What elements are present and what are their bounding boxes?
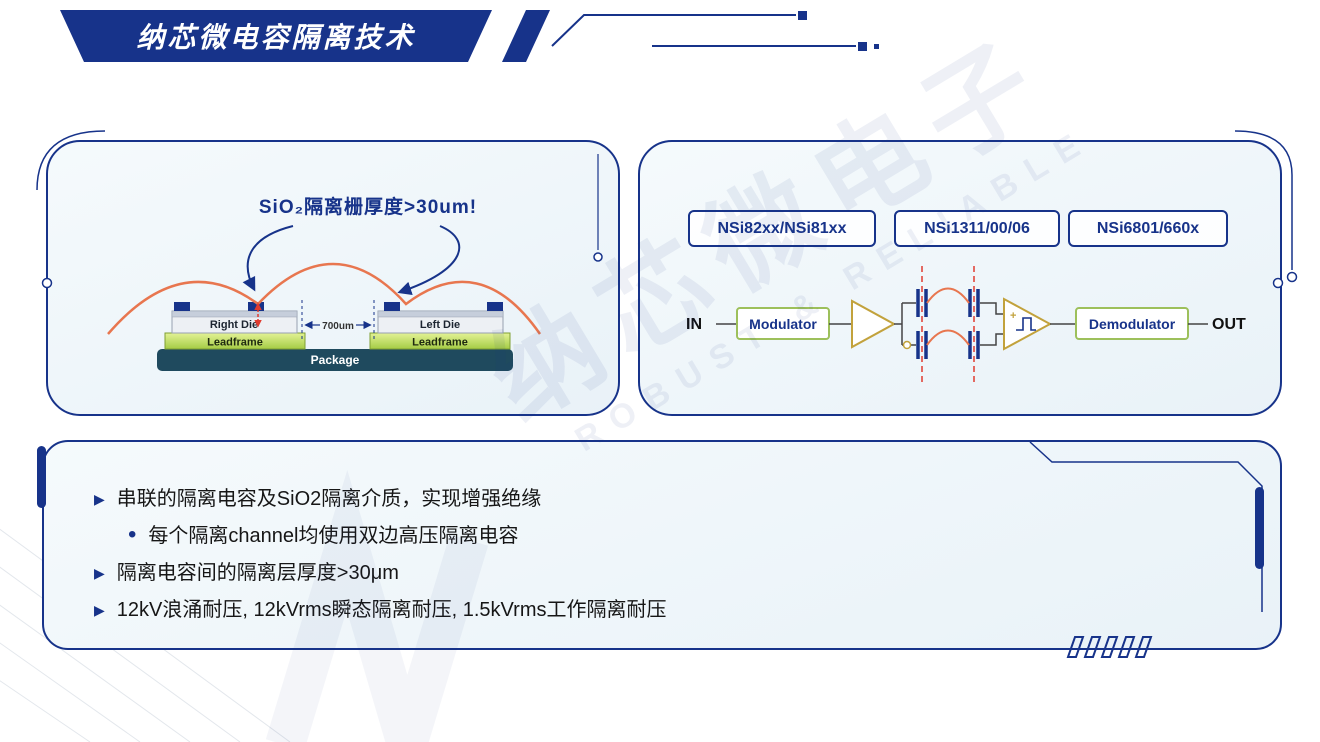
bullet-arrow-icon: ▶ xyxy=(94,491,105,507)
bullet-text: 每个隔离channel均使用双边高压隔离电容 xyxy=(148,525,519,547)
amplifier-triangle xyxy=(851,299,897,349)
bullet-text: 12kV浪涌耐压, 12kVrms瞬态隔离耐压, 1.5kVrms工作隔离耐压 xyxy=(116,599,667,621)
gap-annotation: 700um xyxy=(301,300,375,342)
bullet-text: 串联的隔离电容及SiO2隔离介质，实现增强绝缘 xyxy=(116,488,542,510)
coupling-arc-bottom xyxy=(926,329,970,346)
input-label: IN xyxy=(686,316,702,333)
trace-node-square xyxy=(874,44,879,49)
part-number-badge: NSi1311/00/06 xyxy=(894,210,1060,247)
circuit-diagram: IN Modulator + xyxy=(686,266,1246,384)
square-wave-icon xyxy=(1016,317,1036,331)
bullet-item: ▶ 12kV浪涌耐压, 12kVrms瞬态隔离耐压, 1.5kVrms工作隔离耐… xyxy=(94,597,1240,623)
die-left-label: Right Die xyxy=(210,319,258,331)
bullet-dot-icon: • xyxy=(128,521,137,548)
leadframe-right-label: Leadframe xyxy=(412,337,468,349)
die-right-label: Left Die xyxy=(420,319,460,331)
leadframe-left-label: Leadframe xyxy=(207,337,263,349)
bullet-arrow-icon: ▶ xyxy=(94,602,105,618)
bullet-arrow-icon: ▶ xyxy=(94,565,105,581)
bullet-item: ▶ 隔离电容间的隔离层厚度>30μm xyxy=(94,560,1240,586)
coupling-arc-top xyxy=(926,287,970,304)
gap-label: 700um xyxy=(322,321,354,332)
isolation-circuit-panel: NSi82xx/NSi81xx NSi1311/00/06 NSi6801/66… xyxy=(638,140,1282,416)
output-label: OUT xyxy=(1212,316,1246,333)
part-number-badge: NSi6801/660x xyxy=(1068,210,1228,247)
die-right-block: Left Die xyxy=(377,302,504,334)
package-bar xyxy=(157,349,513,371)
demodulator-label: Demodulator xyxy=(1089,316,1176,332)
trace-node-square xyxy=(798,11,807,20)
bullet-item: ▶ 串联的隔离电容及SiO2隔离介质，实现增强绝缘 xyxy=(94,486,1240,512)
modulator-label: Modulator xyxy=(749,316,817,332)
title-arrow-left xyxy=(242,225,294,292)
trace-node-square xyxy=(858,42,867,51)
bond-pad xyxy=(487,302,503,311)
bullet-item: • 每个隔离channel均使用双边高压隔离电容 xyxy=(128,523,1240,549)
trace-node-circle xyxy=(1286,271,1298,283)
package-label: Package xyxy=(311,353,360,367)
title-arrow-right xyxy=(397,225,461,296)
bullet-text: 隔离电容间的隔离层厚度>30μm xyxy=(116,562,399,584)
die-left-block: Right Die xyxy=(171,302,298,334)
comparator-plus: + xyxy=(1010,310,1016,322)
inversion-bubble xyxy=(902,340,912,350)
top-trace-lines xyxy=(551,14,856,47)
receiver-wires xyxy=(980,302,1004,346)
die-panel-title: SiO₂隔离栅厚度>30um! xyxy=(258,197,478,218)
differential-wires xyxy=(894,302,916,346)
signal-wave xyxy=(107,262,542,335)
bullet-list: ▶ 串联的隔离电容及SiO2隔离介质，实现增强绝缘 • 每个隔离channel均… xyxy=(94,486,1240,634)
header-banner-slice xyxy=(502,10,550,62)
isolation-capacitors xyxy=(916,289,980,359)
features-panel: ▶ 串联的隔离电容及SiO2隔离介质，实现增强绝缘 • 每个隔离channel均… xyxy=(42,440,1282,650)
header-banner: 纳芯微电容隔离技术 xyxy=(60,10,492,62)
page-title: 纳芯微电容隔离技术 xyxy=(136,22,416,53)
die-diagram: Package Leadframe Leadframe Right Die Le… xyxy=(107,225,542,371)
comparator-triangle xyxy=(1003,297,1053,351)
die-cross-section-panel: SiO₂隔离栅厚度>30um! Package Leadframe Leadfr… xyxy=(46,140,620,416)
part-number-badge: NSi82xx/NSi81xx xyxy=(688,210,876,247)
bond-pad xyxy=(384,302,400,311)
bond-pad xyxy=(174,302,190,311)
